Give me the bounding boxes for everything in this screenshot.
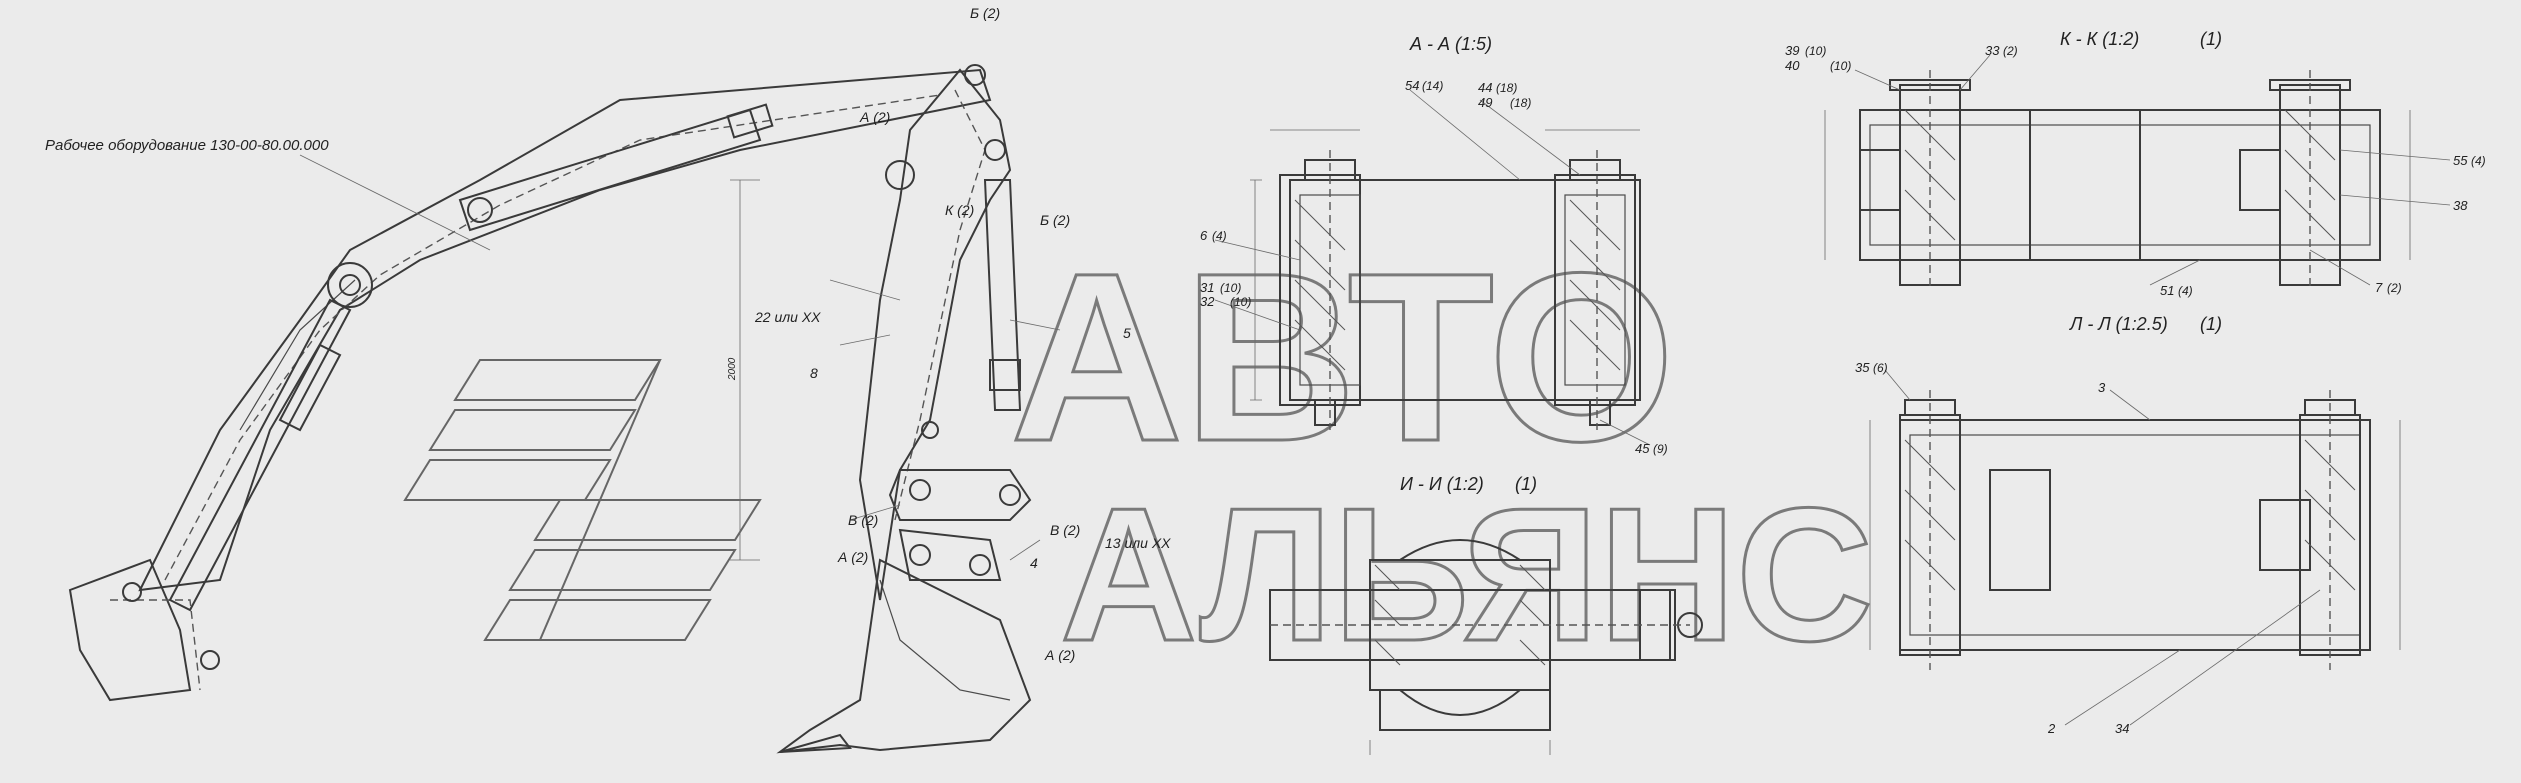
part-39-qty: (10): [1805, 44, 1826, 58]
callout-13: 13 или ХХ: [1105, 535, 1171, 551]
part-54-qty: (14): [1422, 79, 1443, 93]
part-2: 2: [2047, 721, 2056, 736]
callout-5: 5: [1123, 325, 1131, 341]
callout-k2: К (2): [945, 202, 974, 218]
part-40: 40: [1785, 58, 1800, 73]
section-note-ll: (1): [2200, 314, 2222, 334]
section-aa: [1250, 129, 1641, 430]
callout-v2-right: В (2): [1050, 522, 1080, 538]
callout-a2-left: А (2): [859, 109, 890, 125]
part-44-qty: (18): [1496, 81, 1517, 95]
part-31-qty: (10): [1220, 281, 1241, 295]
callout-a2-mid: А (2): [837, 549, 868, 565]
part-35-qty: (6): [1873, 361, 1888, 375]
part-51-qty: (4): [2178, 284, 2193, 298]
part-33: 33: [1985, 43, 2000, 58]
section-ii: [1269, 539, 1703, 755]
part-6-qty: (4): [1212, 229, 1227, 243]
watermark-stripes-icon: [403, 359, 762, 641]
part-32: 32: [1200, 294, 1215, 309]
section-note-ii: (1): [1515, 474, 1537, 494]
callout-b2-mid: Б (2): [1040, 212, 1070, 228]
callout-a2-low: А (2): [1044, 647, 1075, 663]
part-51: 51: [2160, 283, 2174, 298]
part-32-qty: (10): [1230, 295, 1251, 309]
dimension-2000: 2000: [727, 357, 738, 381]
callout-4: 4: [1030, 555, 1038, 571]
part-40-qty: (10): [1830, 59, 1851, 73]
labels: Рабочее оборудование 130-00-80.00.000 А …: [45, 5, 2486, 736]
section-title-ii: И - И (1:2): [1400, 474, 1484, 494]
part-45: 45: [1635, 441, 1650, 456]
watermark-line1: АВТО: [1010, 223, 1675, 491]
part-49: 49: [1478, 95, 1492, 110]
part-39: 39: [1785, 43, 1799, 58]
part-6: 6: [1200, 228, 1208, 243]
watermark-line2: АЛЬЯНС: [1060, 469, 1873, 681]
section-title-aa: А - А (1:5): [1409, 34, 1492, 54]
section-ll: [1869, 390, 2401, 670]
section-title-kk: К - К (1:2): [2060, 29, 2139, 49]
drawing-caption: Рабочее оборудование 130-00-80.00.000: [45, 137, 329, 154]
part-34: 34: [2115, 721, 2129, 736]
leader-lines: [1214, 54, 2451, 726]
part-35: 35: [1855, 360, 1870, 375]
part-7-qty: (2): [2387, 281, 2402, 295]
section-note-kk: (1): [2200, 29, 2222, 49]
callout-8: 8: [810, 365, 818, 381]
part-3: 3: [2098, 380, 2106, 395]
callout-b2-top: Б (2): [970, 5, 1000, 21]
part-55-qty: (4): [2471, 154, 2486, 168]
part-45-qty: (9): [1653, 442, 1668, 456]
section-title-ll: Л - Л (1:2.5): [2069, 314, 2168, 334]
part-31: 31: [1200, 280, 1214, 295]
watermark-logo: АВТО АЛЬЯНС: [403, 222, 1875, 683]
part-33-qty: (2): [2003, 44, 2018, 58]
part-55: 55: [2453, 153, 2468, 168]
part-49-qty: (18): [1510, 96, 1531, 110]
part-44: 44: [1478, 80, 1492, 95]
excavator-side-view: [68, 64, 1061, 754]
callout-v2-left: В (2): [848, 512, 878, 528]
part-38: 38: [2453, 198, 2468, 213]
callout-22: 22 или ХХ: [754, 309, 821, 325]
section-kk: [1824, 70, 2411, 290]
part-7: 7: [2375, 280, 2383, 295]
part-54: 54: [1405, 78, 1419, 93]
